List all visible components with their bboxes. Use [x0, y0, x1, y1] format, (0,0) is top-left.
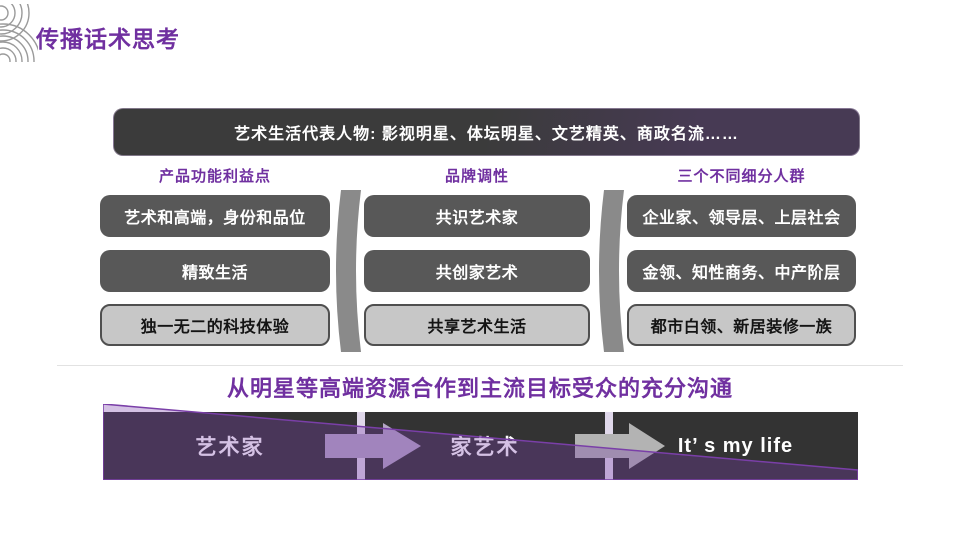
matrix-box: 共识艺术家 [364, 195, 590, 237]
column-header-brand-tone: 品牌调性 [444, 168, 509, 185]
column-divider [599, 190, 624, 352]
arrow-right-icon [575, 423, 665, 469]
ripple-icon [0, 4, 38, 62]
matrix-box: 企业家、领导层、上层社会 [627, 195, 856, 237]
matrix-box: 艺术和高端，身份和品位 [100, 195, 330, 237]
matrix-box: 精致生活 [100, 250, 330, 292]
key-statement: 从明星等高端资源合作到主流目标受众的充分沟通 [226, 376, 733, 401]
horizontal-divider [57, 365, 903, 366]
matrix-box: 共创家艺术 [364, 250, 590, 292]
representatives-banner: 艺术生活代表人物: 影视明星、体坛明星、文艺精英、商政名流…… [113, 108, 860, 156]
flow-step: 艺术家 [103, 412, 357, 480]
page-title: 传播话术思考 [36, 26, 180, 52]
representatives-banner-text: 艺术生活代表人物: 影视明星、体坛明星、文艺精英、商政名流…… [234, 126, 739, 143]
flow-bar: 艺术家 家艺术 It’ s my life [103, 404, 858, 480]
matrix-box: 金领、知性商务、中产阶层 [627, 250, 856, 292]
column-header-segments: 三个不同细分人群 [677, 168, 806, 185]
arrow-right-icon [325, 423, 421, 469]
matrix-box: 都市白领、新居装修一族 [627, 304, 856, 346]
column-header-product-benefits: 产品功能利益点 [158, 168, 271, 185]
matrix-box: 共享艺术生活 [364, 304, 590, 346]
column-divider [336, 190, 361, 352]
matrix-box: 独一无二的科技体验 [100, 304, 330, 346]
